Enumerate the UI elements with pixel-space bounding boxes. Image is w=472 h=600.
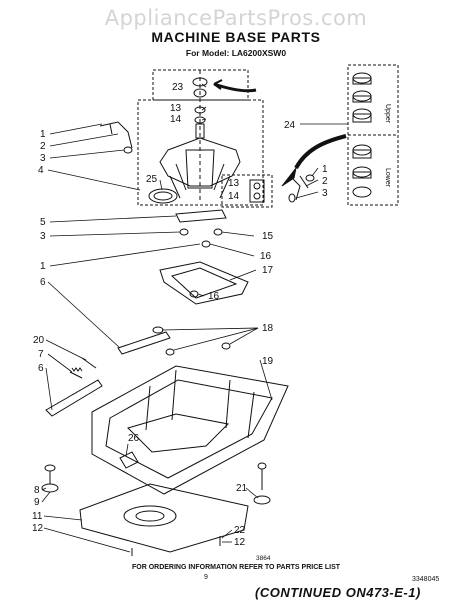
callout-1-mid: 1	[40, 261, 46, 272]
small-parts-box	[221, 174, 273, 208]
callout-3-right: 3	[322, 188, 328, 199]
callout-16: 16	[260, 251, 272, 262]
arrowhead-top	[213, 79, 223, 90]
watermark: AppliancePartsPros.com	[104, 6, 368, 30]
page-number: 9	[204, 574, 208, 581]
part-6-bar-lower	[45, 379, 103, 417]
callout-15: 15	[262, 231, 274, 242]
inset-arrow	[294, 134, 347, 170]
part-16-upper	[201, 240, 211, 248]
part-23-lower	[193, 88, 207, 98]
callout-7: 7	[38, 349, 44, 360]
callout-21: 21	[236, 483, 248, 494]
gearcase-legs	[169, 163, 231, 199]
document-number: 3348045	[412, 576, 440, 583]
part-3-fastener	[179, 228, 189, 236]
part-17-inner	[171, 267, 238, 299]
leveling-foot-left	[41, 464, 59, 493]
part-13-right	[253, 182, 261, 190]
part-5-bracket	[175, 209, 227, 223]
part-11-bottom-pan	[79, 483, 249, 553]
callout-1-right: 1	[322, 164, 328, 175]
part-17-frame	[159, 261, 249, 305]
left-bracket	[99, 121, 133, 149]
callout-23: 23	[172, 82, 184, 93]
callout-20: 20	[33, 335, 45, 346]
callout-1: 1	[40, 129, 46, 140]
callout-22: 22	[234, 525, 246, 536]
bearing-stack-upper	[352, 72, 372, 123]
part-13	[194, 106, 206, 114]
callout-13-right: 13	[228, 178, 240, 189]
part-20-rod	[81, 357, 97, 369]
callout-6: 6	[40, 277, 46, 288]
page-title: MACHINE BASE PARTS	[151, 29, 321, 45]
callout-14-right: 14	[228, 191, 240, 202]
part-14-right	[253, 192, 261, 200]
part-15-fastener	[213, 228, 223, 236]
bearing-stack-lower	[352, 144, 372, 198]
pan-center-inner	[135, 510, 165, 522]
part-25-ring-inner	[153, 191, 173, 201]
callout-13: 13	[170, 103, 182, 114]
callout-4: 4	[38, 165, 44, 176]
callout-17: 17	[262, 265, 274, 276]
callout-12: 12	[32, 523, 44, 534]
callout-arrow-top	[213, 82, 257, 93]
callout-19: 19	[262, 356, 274, 367]
right-bracket	[289, 175, 309, 201]
diagram-code: 3864	[256, 555, 271, 562]
leveling-foot-right	[253, 462, 271, 505]
callout-11: 11	[32, 511, 43, 522]
callout-2-right: 2	[322, 176, 328, 187]
callout-26: 26	[128, 433, 140, 444]
model-number: For Model: LA6200XSW0	[185, 48, 287, 58]
callout-2: 2	[40, 141, 46, 152]
callout-18: 18	[262, 323, 274, 334]
part-18-right	[221, 342, 231, 350]
callout-16-lower: 16	[208, 291, 220, 302]
inset-upper-label: Upper	[384, 104, 391, 124]
right-screw	[288, 193, 296, 203]
part-7-spring	[69, 367, 83, 379]
part-13-14-assembly	[249, 179, 265, 203]
part-19-inner-rim	[105, 379, 273, 479]
part-14	[194, 116, 206, 124]
part-25-ring	[148, 188, 178, 204]
gearcase-center	[185, 149, 215, 189]
part-18-left	[152, 326, 164, 334]
left-fastener	[123, 146, 133, 154]
part-26-clip	[119, 451, 139, 469]
callout-3: 3	[40, 153, 46, 164]
part-19-supports	[145, 369, 255, 439]
callout-24: 24	[284, 120, 296, 131]
gearcase-housing	[159, 137, 241, 187]
right-fastener	[305, 174, 315, 182]
inset-arrowhead	[281, 167, 297, 187]
callout-9: 9	[34, 497, 40, 508]
ordering-info: FOR ORDERING INFORMATION REFER TO PARTS …	[131, 564, 341, 571]
part-19-base-frame	[91, 365, 289, 495]
part-6-bar-upper	[117, 331, 171, 355]
part-18-mid	[165, 348, 175, 356]
callout-12-right: 12	[234, 537, 246, 548]
callout-6-lower: 6	[38, 363, 44, 374]
pan-center	[123, 505, 177, 527]
part-19-cross-brace	[127, 413, 230, 453]
callout-14: 14	[170, 114, 182, 125]
callout-3-mid: 3	[40, 231, 46, 242]
callout-5: 5	[40, 217, 46, 228]
continued-note: (CONTINUED ON473-E-1)	[255, 585, 421, 600]
leader-lines	[41, 83, 348, 553]
callout-25: 25	[146, 174, 158, 185]
inset-lower-label: Lower	[384, 168, 391, 188]
callout-8: 8	[34, 485, 40, 496]
